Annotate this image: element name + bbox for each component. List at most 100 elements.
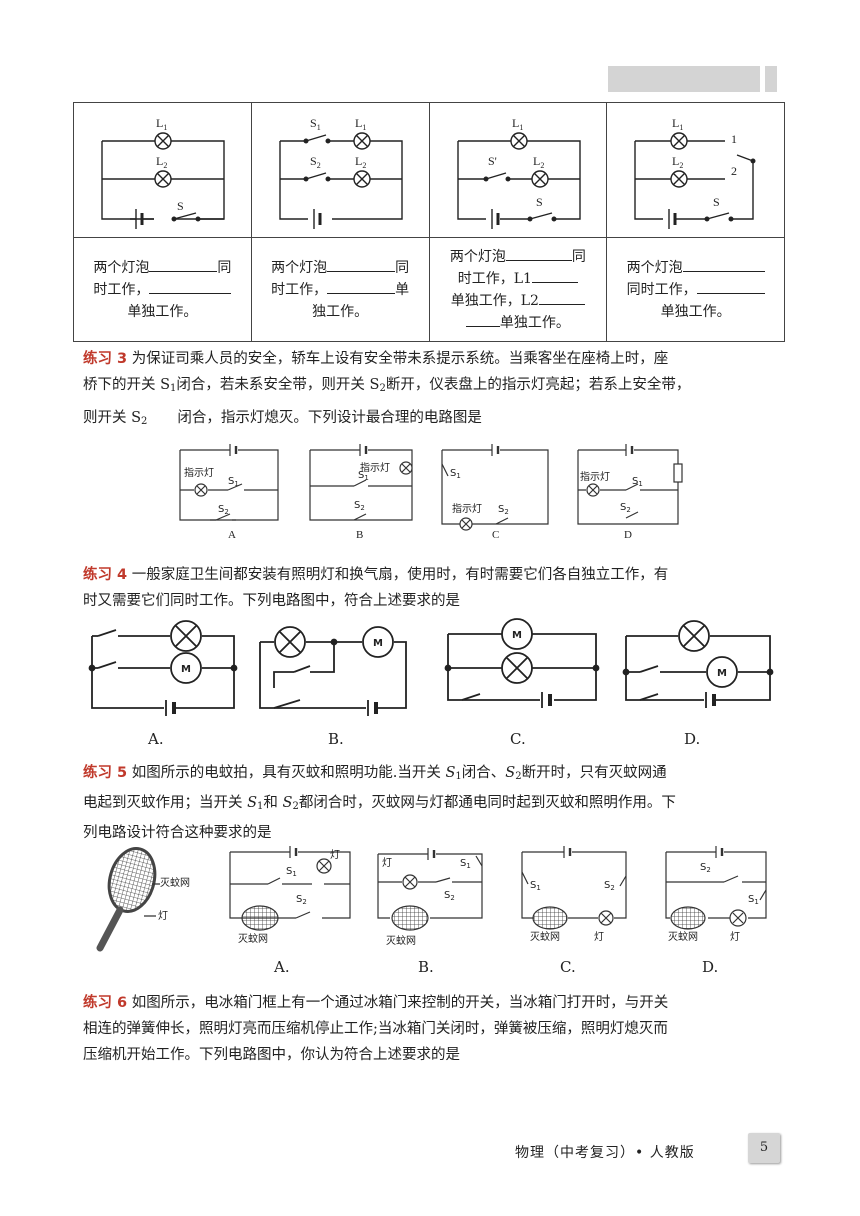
exercise-3-tag: 练习 3	[83, 351, 128, 367]
page-number: 5	[748, 1133, 780, 1163]
exercise-4-tag: 练习 4	[83, 567, 128, 583]
circuit-table: L1 L2 S S1 L1	[73, 102, 785, 342]
svg-text:L1: L1	[512, 116, 523, 132]
ex5-option-c[interactable]: C.	[560, 958, 576, 976]
ex5-option-b[interactable]: B.	[418, 958, 434, 976]
exercise-5-figure: 灭蚊网 灯 S1 灯 S2 灭蚊网 灯 S1 S2 灭蚊网 S1 S2 灭蚊网 …	[96, 846, 767, 952]
circuit-cell-4: L1 L2 1 2 S	[606, 102, 785, 238]
svg-text:灭蚊网: 灭蚊网	[530, 930, 560, 943]
svg-text:指示灯: 指示灯	[452, 502, 482, 515]
svg-text:S': S'	[488, 154, 497, 168]
svg-text:1: 1	[731, 132, 737, 146]
answer-blank[interactable]	[465, 325, 500, 327]
circuit-cell-3: L1 S' L2 S	[428, 102, 608, 238]
svg-text:S2: S2	[620, 502, 631, 514]
exercise-6-tag: 练习 6	[83, 995, 128, 1011]
svg-text:S1: S1	[228, 476, 239, 488]
svg-text:S2: S2	[354, 500, 365, 512]
svg-text:L2: L2	[533, 154, 544, 170]
ex4-option-d[interactable]: D.	[684, 730, 701, 748]
answer-blank[interactable]	[696, 292, 765, 294]
svg-text:2: 2	[731, 164, 737, 178]
circuit-cell-1: L1 L2 S	[73, 102, 252, 238]
answer-blank[interactable]	[682, 270, 765, 272]
ex4-option-c[interactable]: C.	[510, 730, 526, 748]
mosquito-racket-illustration	[96, 847, 157, 952]
circuit-cell-2: S1 L1 S2 L2	[250, 102, 430, 238]
option-d: D	[624, 529, 632, 541]
circuit-diagram-2: S1 L1 S2 L2	[279, 116, 403, 229]
svg-text:S: S	[177, 199, 184, 213]
svg-text:指示灯: 指示灯	[580, 470, 610, 483]
circuit-diagram-3: L1 S' L2 S	[456, 116, 581, 229]
svg-text:S2: S2	[310, 154, 321, 170]
svg-text:灯: 灯	[730, 931, 740, 943]
svg-text:指示灯: 指示灯	[360, 461, 390, 474]
answer-blank[interactable]	[327, 270, 396, 272]
answer-blank[interactable]	[538, 303, 585, 305]
svg-text:S2: S2	[498, 504, 509, 516]
svg-text:灯: 灯	[330, 849, 340, 861]
option-b: B	[356, 529, 363, 541]
exercise-4-figure: M M M M	[88, 618, 774, 716]
svg-text:灭蚊网: 灭蚊网	[668, 930, 698, 943]
svg-text:灯: 灯	[158, 910, 168, 922]
svg-text:S1: S1	[310, 116, 321, 132]
ex5-option-d[interactable]: D.	[702, 958, 719, 976]
svg-text:L2: L2	[156, 154, 167, 170]
svg-text:灭蚊网: 灭蚊网	[386, 934, 416, 947]
answer-blank[interactable]	[149, 270, 218, 272]
svg-text:S2: S2	[444, 890, 455, 902]
blank-cell-3: 两个灯泡同 时工作，L1 单独工作，L2 单独工作。	[428, 237, 608, 342]
svg-text:M: M	[512, 630, 522, 641]
svg-text:M: M	[717, 668, 727, 679]
svg-text:S1: S1	[748, 894, 759, 906]
svg-text:S2: S2	[604, 880, 615, 892]
exercise-5-tag: 练习 5	[83, 765, 128, 781]
svg-text:灯: 灯	[594, 931, 604, 943]
svg-text:S: S	[713, 195, 720, 209]
option-a: A	[228, 529, 236, 541]
svg-text:S1: S1	[450, 468, 461, 480]
svg-text:S1: S1	[632, 476, 643, 488]
svg-text:L1: L1	[156, 116, 167, 132]
answer-blank[interactable]	[531, 281, 578, 283]
exercise-4-text: 练习 4 一般家庭卫生间都安装有照明灯和换气扇，使用时，有时需要它们各自独立工作…	[83, 567, 669, 609]
svg-text:S1: S1	[358, 470, 369, 482]
header-bar	[608, 66, 760, 92]
svg-text:S1: S1	[530, 880, 541, 892]
ex4-option-a[interactable]: A.	[148, 730, 164, 748]
svg-text:S1: S1	[286, 866, 297, 878]
svg-text:灭蚊网: 灭蚊网	[238, 932, 268, 945]
svg-text:S2: S2	[296, 894, 307, 906]
svg-text:灭蚊网: 灭蚊网	[160, 876, 190, 889]
blank-cell-2: 两个灯泡同 时工作，单 独工作。	[250, 237, 430, 342]
footer-text: 物理（中考复习）• 人教版	[515, 1145, 695, 1161]
answer-blank[interactable]	[327, 292, 396, 294]
lamp1-label: L	[156, 116, 163, 130]
option-c: C	[492, 529, 499, 541]
answer-blank[interactable]	[505, 259, 572, 261]
exercise-6-text: 练习 6 如图所示，电冰箱门框上有一个通过冰箱门来控制的开关，当冰箱门打开时，与…	[83, 995, 669, 1063]
svg-text:S: S	[536, 195, 543, 209]
ex4-option-b[interactable]: B.	[328, 730, 344, 748]
svg-text:L2: L2	[672, 154, 683, 170]
svg-text:S1: S1	[460, 858, 471, 870]
blank-cell-1: 两个灯泡同 时工作， 单独工作。	[73, 237, 252, 342]
svg-text:M: M	[181, 664, 191, 675]
svg-text:S2: S2	[700, 862, 711, 874]
answer-blank[interactable]	[149, 292, 232, 294]
svg-text:L2: L2	[355, 154, 366, 170]
exercise-3-text: 练习 3 为保证司乘人员的安全，轿车上设有安全带未系提示系统。当乘客坐在座椅上时…	[83, 351, 691, 394]
svg-text:灯: 灯	[382, 857, 392, 869]
ex5-option-a[interactable]: A.	[274, 958, 290, 976]
blank-cell-4: 两个灯泡 同时工作， 单独工作。	[606, 237, 785, 342]
svg-text:M: M	[373, 638, 383, 649]
svg-text:S2: S2	[218, 504, 229, 516]
circuit-diagram-4: L1 L2 1 2 S	[634, 116, 756, 229]
exercise-5-text: 练习 5 如图所示的电蚊拍，具有灭蚊和照明功能.当开关 S1闭合、S2断开时，只…	[83, 765, 676, 841]
svg-text:L1: L1	[355, 116, 366, 132]
svg-text:指示灯: 指示灯	[184, 466, 214, 479]
